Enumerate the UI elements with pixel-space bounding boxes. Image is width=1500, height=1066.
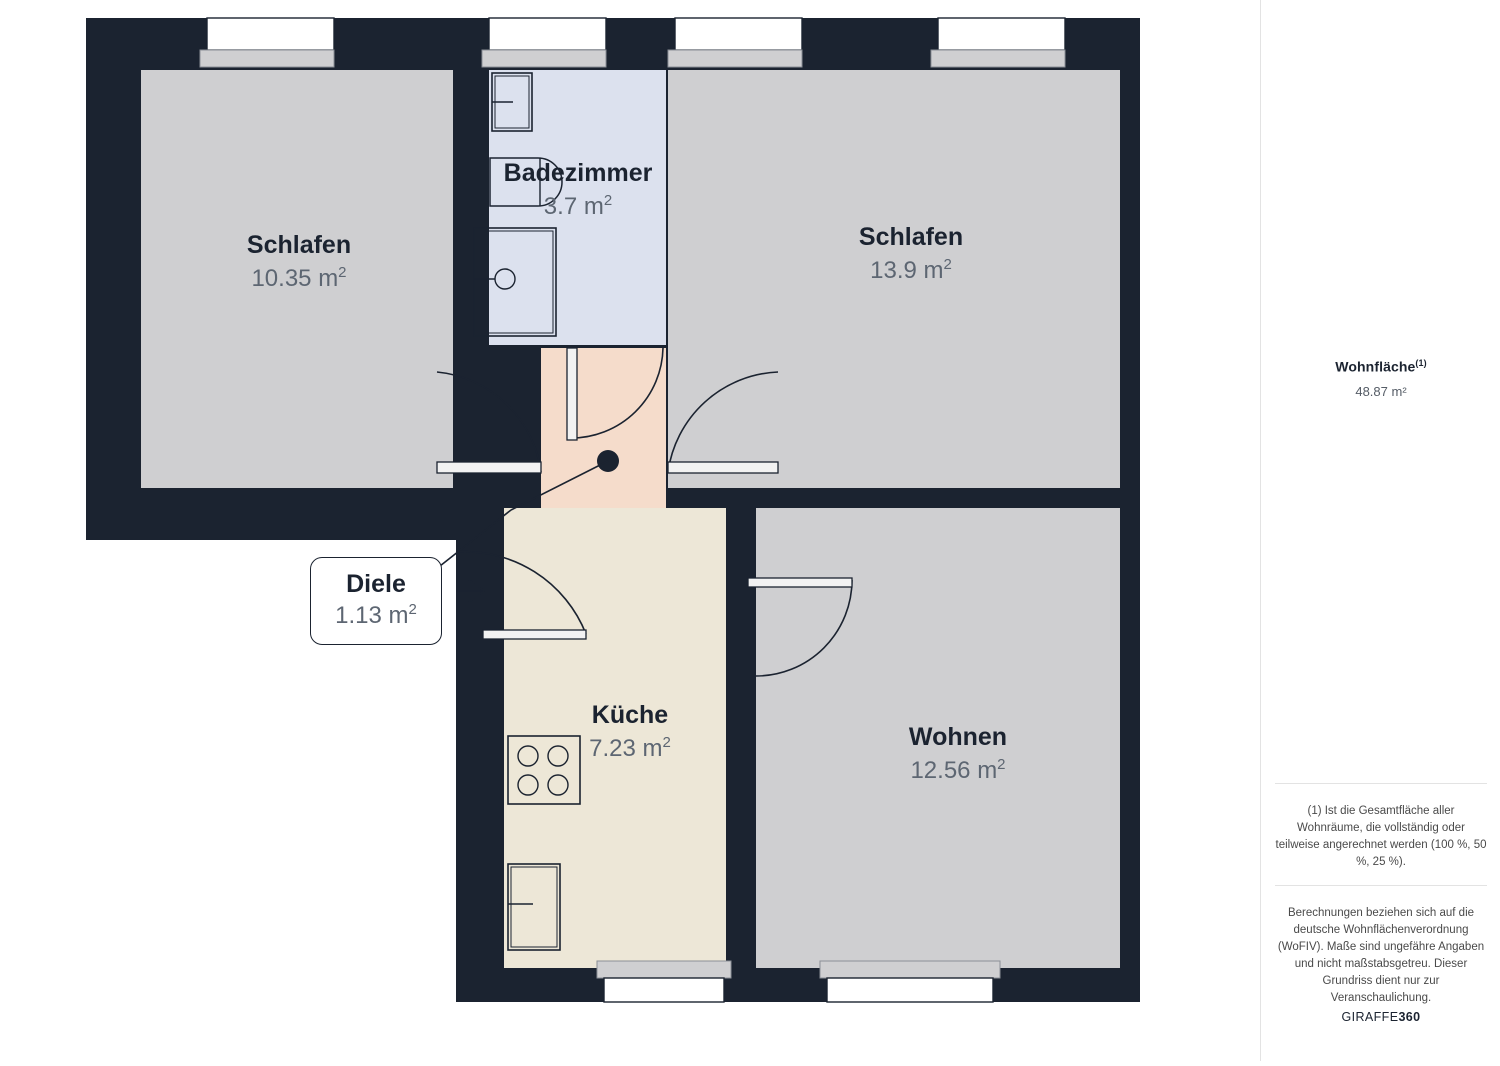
- window-top-3-sill: [667, 49, 803, 68]
- room-schlafen-1-fill: [141, 70, 453, 488]
- window-top-2: [488, 17, 607, 51]
- room-callout-diele[interactable]: Diele 1.13 m2: [310, 557, 442, 645]
- room-name: Küche: [591, 701, 669, 729]
- room-name: Schlafen: [858, 223, 964, 251]
- shower-icon: [473, 227, 557, 337]
- room-label-wohnen: Wohnen 12.56 m2: [909, 724, 1007, 786]
- floor-plan-svg: [86, 17, 1140, 1003]
- room-kueche-fill: [504, 508, 726, 968]
- room-label-kueche: Küche 7.23 m2: [589, 702, 671, 764]
- room-badezimmer-fill: [489, 70, 666, 345]
- window-top-4-sill: [930, 49, 1066, 68]
- window-top-4: [937, 17, 1066, 51]
- room-diele-fill-lower: [541, 492, 666, 508]
- room-label-schlafen-2: Schlafen 13.9 m2: [859, 224, 963, 286]
- room-label-schlafen-1: Schlafen 10.35 m2: [247, 232, 351, 294]
- room-area: 12.56 m2: [910, 756, 1006, 785]
- entrance-arrow-icon: [456, 579, 486, 603]
- bathroom-fixtures: [473, 72, 563, 337]
- sidebar-divider-2: [1275, 885, 1487, 886]
- disclaimer-text: Berechnungen beziehen sich auf die deuts…: [1277, 907, 1485, 1004]
- window-top-1-sill: [199, 49, 335, 68]
- door-badezimmer: [566, 347, 664, 441]
- window-top-2-sill: [481, 49, 607, 68]
- door-entrance: [455, 550, 587, 640]
- door-wohnen: [747, 577, 853, 677]
- diele-marker: [439, 450, 619, 567]
- footnote-1-text: (1) Ist die Gesamtfläche aller Wohnräume…: [1275, 805, 1487, 868]
- brand-prefix: GIRAFFE: [1341, 1010, 1399, 1024]
- room-area: 3.7 m2: [543, 192, 613, 221]
- door-schlafen-2: [667, 371, 779, 474]
- brand-logo: GIRAFFE360: [1261, 1010, 1500, 1024]
- room-name: Diele: [346, 569, 406, 598]
- toilet-icon: [489, 157, 563, 207]
- info-sidebar: Wohnfläche(1) 48.87 m² (1) Ist die Gesam…: [1260, 0, 1500, 1061]
- sidebar-divider-1: [1275, 783, 1487, 784]
- kitchen-sink-icon: [507, 863, 561, 951]
- window-bottom-2-sill: [819, 960, 1001, 979]
- living-area-label: Wohnfläche(1): [1335, 358, 1427, 375]
- room-label-badezimmer: Badezimmer 3.7 m2: [504, 160, 653, 222]
- living-area-value: 48.87 m²: [1355, 383, 1407, 399]
- window-top-1: [206, 17, 335, 51]
- room-name: Wohnen: [908, 723, 1008, 751]
- footnote-marker: (1): [1415, 358, 1427, 368]
- window-group-bottom: [596, 960, 1001, 1003]
- room-area: 13.9 m2: [870, 256, 952, 285]
- brand-suffix: 360: [1398, 1010, 1421, 1024]
- living-area-block: Wohnfläche(1) 48.87 m²: [1261, 358, 1500, 399]
- floor-plan-canvas: Schlafen 10.35 m2 Badezimmer 3.7 m2 Schl…: [86, 17, 1140, 1003]
- room-schlafen-2-fill: [668, 70, 1120, 488]
- window-group-top: [199, 17, 1066, 68]
- room-area: 1.13 m2: [335, 601, 417, 630]
- window-bottom-2: [826, 977, 994, 1003]
- room-name: Schlafen: [246, 231, 352, 259]
- window-bottom-1-sill: [596, 960, 732, 979]
- room-area: 10.35 m2: [251, 264, 347, 293]
- room-area: 7.23 m2: [589, 734, 671, 763]
- room-name: Badezimmer: [503, 159, 653, 187]
- kitchen-fixtures: [507, 735, 581, 951]
- window-bottom-1: [603, 977, 725, 1003]
- stove-icon: [507, 735, 581, 805]
- door-schlafen-1: [436, 371, 542, 474]
- window-top-3: [674, 17, 803, 51]
